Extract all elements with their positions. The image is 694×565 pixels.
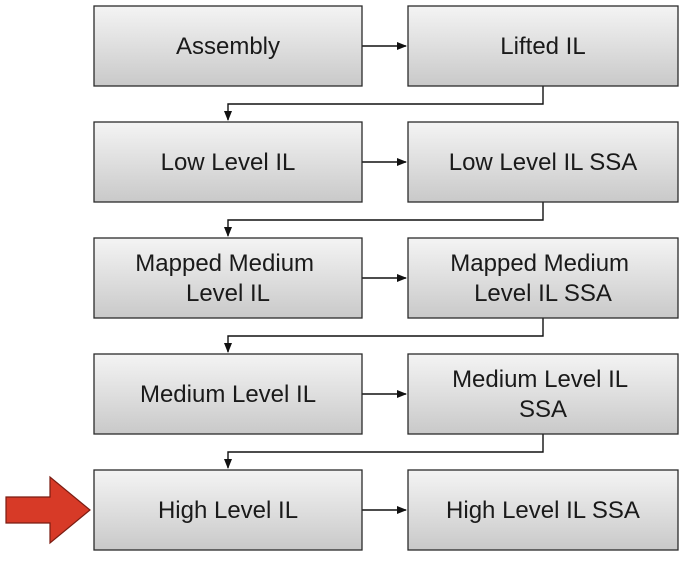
node-low-level-il-ssa: Low Level IL SSA	[407, 121, 679, 203]
node-medium-level-il-label: Medium Level IL	[140, 381, 316, 408]
node-high-level-il-label: High Level IL	[158, 497, 298, 524]
connector-lifted-il-to-low-level-il	[224, 86, 544, 121]
node-assembly: Assembly	[93, 5, 363, 87]
node-low-level-il-label: Low Level IL	[161, 149, 296, 176]
node-mapped-medium-level-il: Mapped Medium Level IL	[93, 237, 363, 319]
node-low-level-il-ssa-label: Low Level IL SSA	[449, 149, 638, 176]
node-low-level-il: Low Level IL	[93, 121, 363, 203]
node-lifted-il: Lifted IL	[407, 5, 679, 87]
node-high-level-il-ssa-label: High Level IL SSA	[446, 497, 640, 524]
node-medium-level-il-ssa-label: Medium Level IL SSA	[452, 366, 634, 423]
node-medium-level-il-ssa: Medium Level IL SSA	[407, 353, 679, 435]
node-medium-level-il: Medium Level IL	[93, 353, 363, 435]
node-high-level-il-ssa: High Level IL SSA	[407, 469, 679, 551]
node-lifted-il-label: Lifted IL	[500, 33, 585, 60]
node-mapped-medium-level-il-ssa-label: Mapped Medium Level IL SSA	[450, 250, 635, 307]
node-mapped-medium-level-il-ssa: Mapped Medium Level IL SSA	[407, 237, 679, 319]
connector-medium-level-il-ssa-to-high-level-il	[224, 434, 544, 469]
connector-mapped-medium-level-il-ssa-to-medium-level-il	[224, 318, 544, 353]
node-high-level-il: High Level IL	[93, 469, 363, 551]
node-mapped-medium-level-il-label: Mapped Medium Level IL	[135, 250, 320, 307]
connector-low-level-il-ssa-to-mapped-medium-level-il	[224, 202, 544, 237]
highlight-arrow-icon	[5, 475, 91, 545]
connector-layer	[224, 42, 544, 514]
node-assembly-label: Assembly	[176, 33, 280, 60]
